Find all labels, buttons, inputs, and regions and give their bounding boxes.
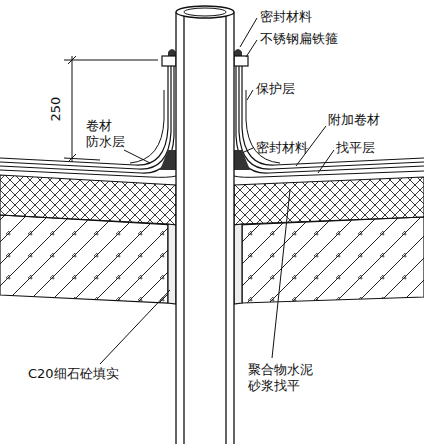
material-label: 密封材料 — [256, 140, 308, 156]
material-label: 聚合物水泥 砂浆找平 — [248, 362, 318, 395]
pipe — [176, 6, 234, 444]
material-label: 附加卷材 — [328, 112, 380, 128]
dimension-label: 250 — [48, 97, 64, 122]
material-label: 不锈钢扁铁箍 — [260, 31, 338, 47]
material-label: C20细石砼填实 — [28, 366, 119, 382]
leader-lines — [100, 18, 334, 364]
material-label: 卷材 防水层 — [86, 118, 128, 151]
material-label: 密封材料 — [260, 9, 312, 25]
material-label: 保护层 — [256, 81, 295, 97]
dimension-250 — [64, 56, 158, 162]
material-label: 找平层 — [336, 140, 375, 156]
